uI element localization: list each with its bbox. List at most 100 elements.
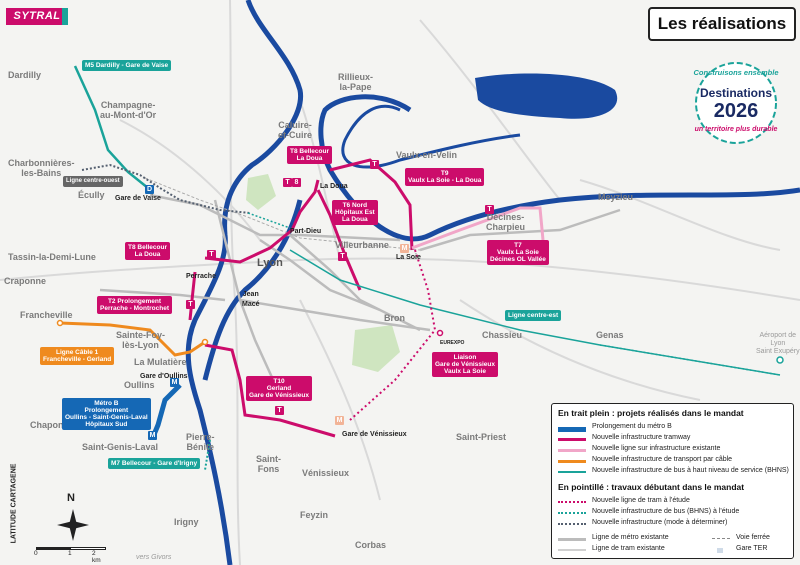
line-centre-est	[289, 249, 781, 376]
badge-t-t9: T	[370, 160, 379, 169]
legend-swatch-metro	[558, 427, 586, 432]
place-charbonnieres: Charbonnières- les-Bains	[8, 158, 75, 178]
station-dots	[56, 319, 784, 364]
legend-tram-study: Nouvelle ligne de tram à l'étude	[592, 497, 690, 504]
place-genas: Genas	[596, 330, 624, 340]
park-parilly	[352, 325, 400, 372]
bus-study	[247, 212, 291, 229]
place-rillieux: Rillieux- la-Pape	[338, 72, 374, 92]
line-metro-b	[150, 383, 182, 438]
place-irigny: Irigny	[174, 517, 199, 527]
legend-bus-study: Nouvelle infrastructure de bus (BHNS) à …	[592, 508, 740, 515]
label-t6-nord: T6 Nord Hôpitaux Est La Doua	[332, 200, 378, 225]
place-chassieu: Chassieu	[482, 330, 523, 340]
line-t8	[204, 179, 320, 264]
legend-cable: Nouvelle infrastructure de transport par…	[592, 456, 733, 463]
park-tete-dor	[246, 174, 276, 210]
canal	[341, 104, 521, 169]
place-dardilly: Dardilly	[8, 70, 42, 80]
compass-n: N	[67, 492, 75, 504]
credit: LATITUDE CARTAGENE	[4, 464, 17, 550]
badge-metro-vaise: D	[145, 185, 154, 194]
place-meyzieu: Meyzieu	[598, 192, 634, 202]
station-gare-vaise: Gare de Vaise	[115, 195, 161, 202]
legend-mode: Nouvelle infrastructure (mode à détermin…	[592, 519, 728, 526]
place-aeroport: Aéroport de Lyon Saint Exupéry	[756, 332, 800, 355]
badge-t-doua: T	[283, 178, 292, 187]
compass-rose	[57, 509, 89, 541]
label-m7: M7 Bellecour - Gare d'Irigny	[108, 458, 201, 469]
place-saint-genis: Saint-Genis-Laval	[82, 442, 159, 452]
line-genas-ext	[599, 344, 781, 376]
legend-ter: Gare TER	[736, 545, 768, 552]
legend-swatch-mode	[558, 523, 586, 525]
line-t10	[204, 343, 336, 438]
station-gare-venissieux: Gare de Vénissieux	[342, 431, 407, 438]
destinations-top: Construisons ensemble	[693, 68, 779, 77]
label-ligne-est: Ligne centre-est	[505, 310, 562, 321]
station-gare-oullins: Gare d'Oullins	[140, 373, 188, 380]
label-t7: T7 Vaulx La Soie Décines OL Vallée	[487, 240, 549, 265]
legend-swatch-rail	[712, 538, 730, 539]
place-corbas: Corbas	[355, 540, 387, 550]
label-t8-left: T8 Bellecour La Doua	[125, 242, 171, 260]
legend-rail: Voie ferrée	[736, 534, 770, 541]
map-legend: En trait plein : projets réalisés dans l…	[551, 403, 794, 559]
badge-t6: T	[338, 252, 347, 261]
place-sainte-foy: Sainte-Foy- lès-Lyon	[116, 330, 166, 350]
badge-metro-b-oullins: M	[170, 378, 179, 387]
legend-swatch-metro-exist	[558, 538, 586, 541]
label-m5: M5 Dardilly - Gare de Vaise	[82, 60, 172, 71]
station-la-soie: La Soie	[396, 254, 421, 261]
badge-venissieux: M	[335, 416, 344, 425]
destinations-year: 2026	[713, 100, 759, 122]
legend-bhns: Nouvelle infrastructure de bus à haut ni…	[592, 467, 789, 474]
legend-swatch-tram-study	[558, 501, 586, 503]
label-metro-b: Métro B Prolongement Oullins - Saint-Gen…	[62, 398, 151, 430]
place-lyon: Lyon	[257, 257, 283, 269]
line-t7	[411, 206, 545, 250]
place-villeurbanne: Villeurbanne	[335, 240, 389, 250]
legend-tram: Nouvelle infrastructure tramway	[592, 434, 691, 441]
label-t2-prolong: T2 Prolongement Perrache - Montrochet	[97, 296, 172, 314]
place-bron: Bron	[384, 313, 405, 323]
lake-grand-large	[475, 73, 618, 119]
legend-swatch-tram	[558, 438, 586, 441]
place-oullins: Oullins	[124, 380, 155, 390]
label-cable: Ligne Câble 1 Francheville - Gerland	[40, 347, 115, 365]
credit-text: LATITUDE CARTAGENE	[10, 463, 18, 544]
station-la-doua: La Doua	[320, 183, 348, 190]
legend-section-2: En pointillé : travaux débutant dans le …	[558, 482, 745, 492]
badge-t10: T	[275, 406, 284, 415]
scale-bar: 0 1 2 km	[34, 547, 106, 564]
place-saint-priest: Saint-Priest	[456, 432, 507, 442]
scale-2: 2 km	[92, 550, 101, 564]
place-champagne: Champagne- au-Mont-d'Or	[100, 100, 157, 120]
line-centre-ouest	[81, 163, 251, 214]
legend-tram-exist: Nouvelle ligne sur infrastructure exista…	[592, 445, 721, 452]
existing-lines	[99, 193, 621, 396]
legend-swatch-tram-exist2	[558, 549, 586, 551]
line-liaison	[349, 249, 437, 421]
legend-metro-exist: Ligne de métro existante	[592, 534, 669, 541]
place-chaponost: Chaponost	[30, 420, 77, 430]
place-venissieux: Vénissieux	[302, 468, 350, 478]
badge-t2: T	[186, 300, 195, 309]
sytral-logo-tab	[62, 8, 68, 25]
legend-section-1: En trait plein : projets réalisés dans l…	[558, 408, 744, 418]
destinations-badge: Construisons ensemble Destinations 2026 …	[688, 58, 784, 148]
legend-swatch-ter	[717, 548, 723, 553]
station-jean-mace: Jean Macé	[242, 291, 260, 308]
badge-t-doua-2: 8	[292, 178, 301, 187]
place-craponne: Craponne	[4, 276, 47, 286]
place-vers-givors: vers Givors	[136, 554, 172, 561]
place-pierre-benite: Pierre- Bénite	[186, 432, 215, 452]
destinations-ring	[695, 62, 777, 144]
place-la-mulatiere: La Mulatière	[134, 357, 187, 367]
place-francheville: Francheville	[20, 310, 73, 320]
station-perrache: Perrache	[186, 273, 216, 280]
place-saint-fons: Saint- Fons	[256, 454, 282, 474]
place-decines: Décines- Charpieu	[486, 212, 526, 232]
